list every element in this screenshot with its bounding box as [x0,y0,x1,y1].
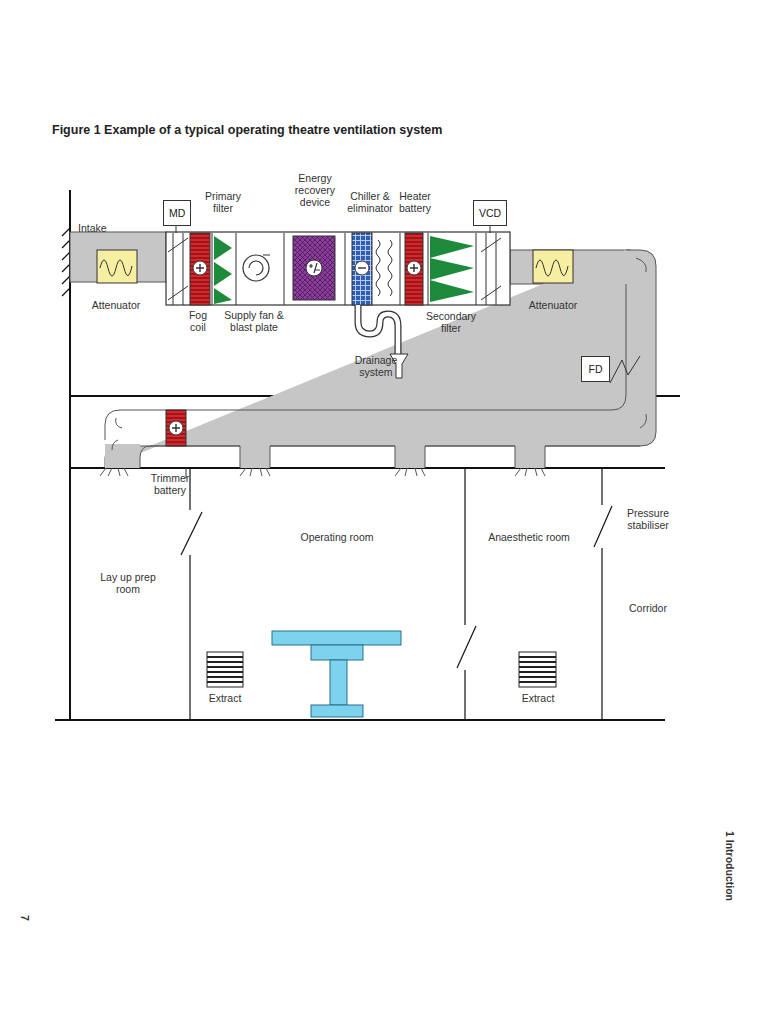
page-number: 7 [19,908,31,928]
component-label: Heater battery [395,190,435,214]
component-label: Secondary filter [423,310,479,334]
component-label: Operating room [282,531,392,543]
component-label: Primary filter [200,190,246,214]
component-label: Pressure stabiliser [620,507,676,531]
tag-text: VCD [479,207,501,219]
component-label: Extract [508,692,568,704]
component-label: Supply fan & blast plate [219,309,289,333]
component-label: Corridor [618,602,678,614]
figure-title: Figure 1 Example of a typical operating … [52,123,442,137]
component-label: Attenuator [76,299,156,311]
component-label: Drainage system [351,354,401,378]
damper-tag: MD [163,200,191,226]
component-label: Extract [195,692,255,704]
component-label: Chiller & eliminator [340,190,400,214]
section-label: 1 Introduction [724,821,736,911]
component-label: Intake [78,222,138,234]
damper-tag: FD [581,356,610,382]
component-label: Lay up prep room [98,571,158,595]
component-label: Anaesthetic room [474,531,584,543]
component-label: Fog coil [180,309,216,333]
tag-text: FD [587,363,604,375]
component-label: Energy recovery device [287,172,343,208]
component-label: Trimmer battery [145,472,195,496]
tag-text: MD [169,207,185,219]
damper-tag: VCD [473,200,507,226]
component-label: Attenuator [513,299,593,311]
